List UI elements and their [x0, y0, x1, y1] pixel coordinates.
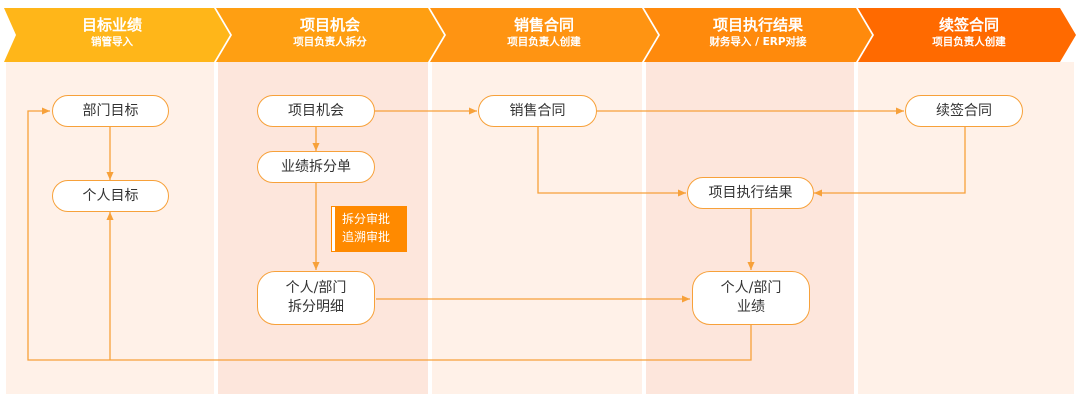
- node-label-line2: 拆分明细: [288, 299, 344, 315]
- column-bg-execution: [646, 62, 854, 394]
- node-label-line1: 个人/部门: [720, 280, 782, 296]
- stage-subtitle: 财务导入 / ERP对接: [709, 36, 807, 48]
- stage-subtitle: 项目负责人拆分: [293, 36, 367, 48]
- node-label: 个人目标: [82, 187, 139, 204]
- stage-title: 续签合同: [938, 16, 999, 34]
- connector-performance-to-dept: [27, 107, 752, 361]
- stage-chevron-shape: [216, 8, 444, 62]
- node-label: 项目机会: [288, 102, 344, 119]
- node-label-line1: 个人/部门: [285, 280, 347, 296]
- stage-chevron-shape: [644, 8, 872, 62]
- stage-subtitle: 项目负责人创建: [507, 36, 581, 48]
- stage-header-goal: 目标业绩 销管导入: [4, 8, 230, 62]
- node-split-detail: 个人/部门 拆分明细: [257, 271, 375, 325]
- node-label: 销售合同: [509, 102, 566, 119]
- stage-chevron-shape: [4, 8, 230, 62]
- stage-title: 销售合同: [513, 16, 574, 34]
- node-dept-goal: 部门目标: [52, 95, 169, 127]
- node-project-opportunity: 项目机会: [257, 95, 375, 127]
- stage-chevron-shape: [430, 8, 658, 62]
- node-renewal-contract: 续签合同: [905, 95, 1023, 127]
- node-label: 续签合同: [936, 102, 992, 119]
- stage-title: 项目执行结果: [712, 16, 803, 34]
- stage-header-contract: 销售合同 项目负责人创建: [430, 8, 658, 62]
- node-label: 业绩拆分单: [281, 158, 351, 175]
- node-execution-result: 项目执行结果: [687, 177, 814, 209]
- stage-title: 目标业绩: [81, 16, 142, 34]
- approval-tag-line2: 追溯审批: [342, 230, 391, 244]
- stage-chevron-shape: [858, 8, 1076, 62]
- stage-subtitle: 项目负责人创建: [932, 36, 1006, 48]
- node-personal-goal: 个人目标: [52, 180, 169, 212]
- connector-renewal-to-execution: [814, 127, 966, 197]
- stage-header-execution: 项目执行结果 财务导入 / ERP对接: [644, 8, 872, 62]
- node-performance-split: 业绩拆分单: [257, 151, 375, 183]
- approval-tag-line1: 拆分审批: [342, 212, 391, 226]
- stage-subtitle: 销管导入: [91, 36, 133, 48]
- node-label-line2: 业绩: [737, 299, 765, 315]
- node-personal-dept-performance: 个人/部门 业绩: [692, 271, 810, 325]
- stage-header-renewal: 续签合同 项目负责人创建: [858, 8, 1076, 62]
- connector-sales-to-execution: [537, 127, 686, 197]
- approval-tag: 拆分审批 追溯审批: [331, 206, 407, 252]
- stage-title: 项目机会: [299, 16, 360, 34]
- node-sales-contract: 销售合同: [478, 95, 597, 127]
- stage-header-opportunity: 项目机会 项目负责人拆分: [216, 8, 444, 62]
- node-label: 部门目标: [82, 102, 139, 119]
- node-label: 项目执行结果: [708, 184, 793, 201]
